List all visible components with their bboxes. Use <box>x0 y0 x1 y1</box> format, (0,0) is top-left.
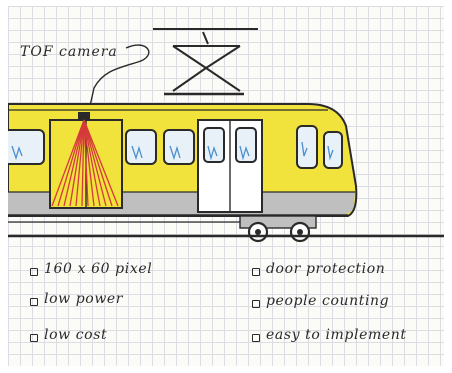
door-middle <box>198 120 262 212</box>
feature-item: door protection <box>266 261 385 277</box>
tof-camera <box>78 112 90 120</box>
bullet-icon <box>30 334 38 342</box>
tof-camera-label: TOF camera <box>20 44 118 60</box>
tram-sketch <box>8 6 444 366</box>
bullet-icon <box>252 334 260 342</box>
feature-item: low cost <box>44 327 107 343</box>
grid-paper: TOF camera 160 x 60 pixel low power low … <box>8 6 444 366</box>
bullet-icon <box>252 268 260 276</box>
feature-item: easy to implement <box>266 327 407 343</box>
bullet-icon <box>252 300 260 308</box>
feature-item: low power <box>44 291 123 307</box>
feature-item: people counting <box>266 293 389 309</box>
bullet-icon <box>30 298 38 306</box>
bullet-icon <box>30 268 38 276</box>
feature-item: 160 x 60 pixel <box>44 261 152 277</box>
pantograph <box>153 29 258 94</box>
